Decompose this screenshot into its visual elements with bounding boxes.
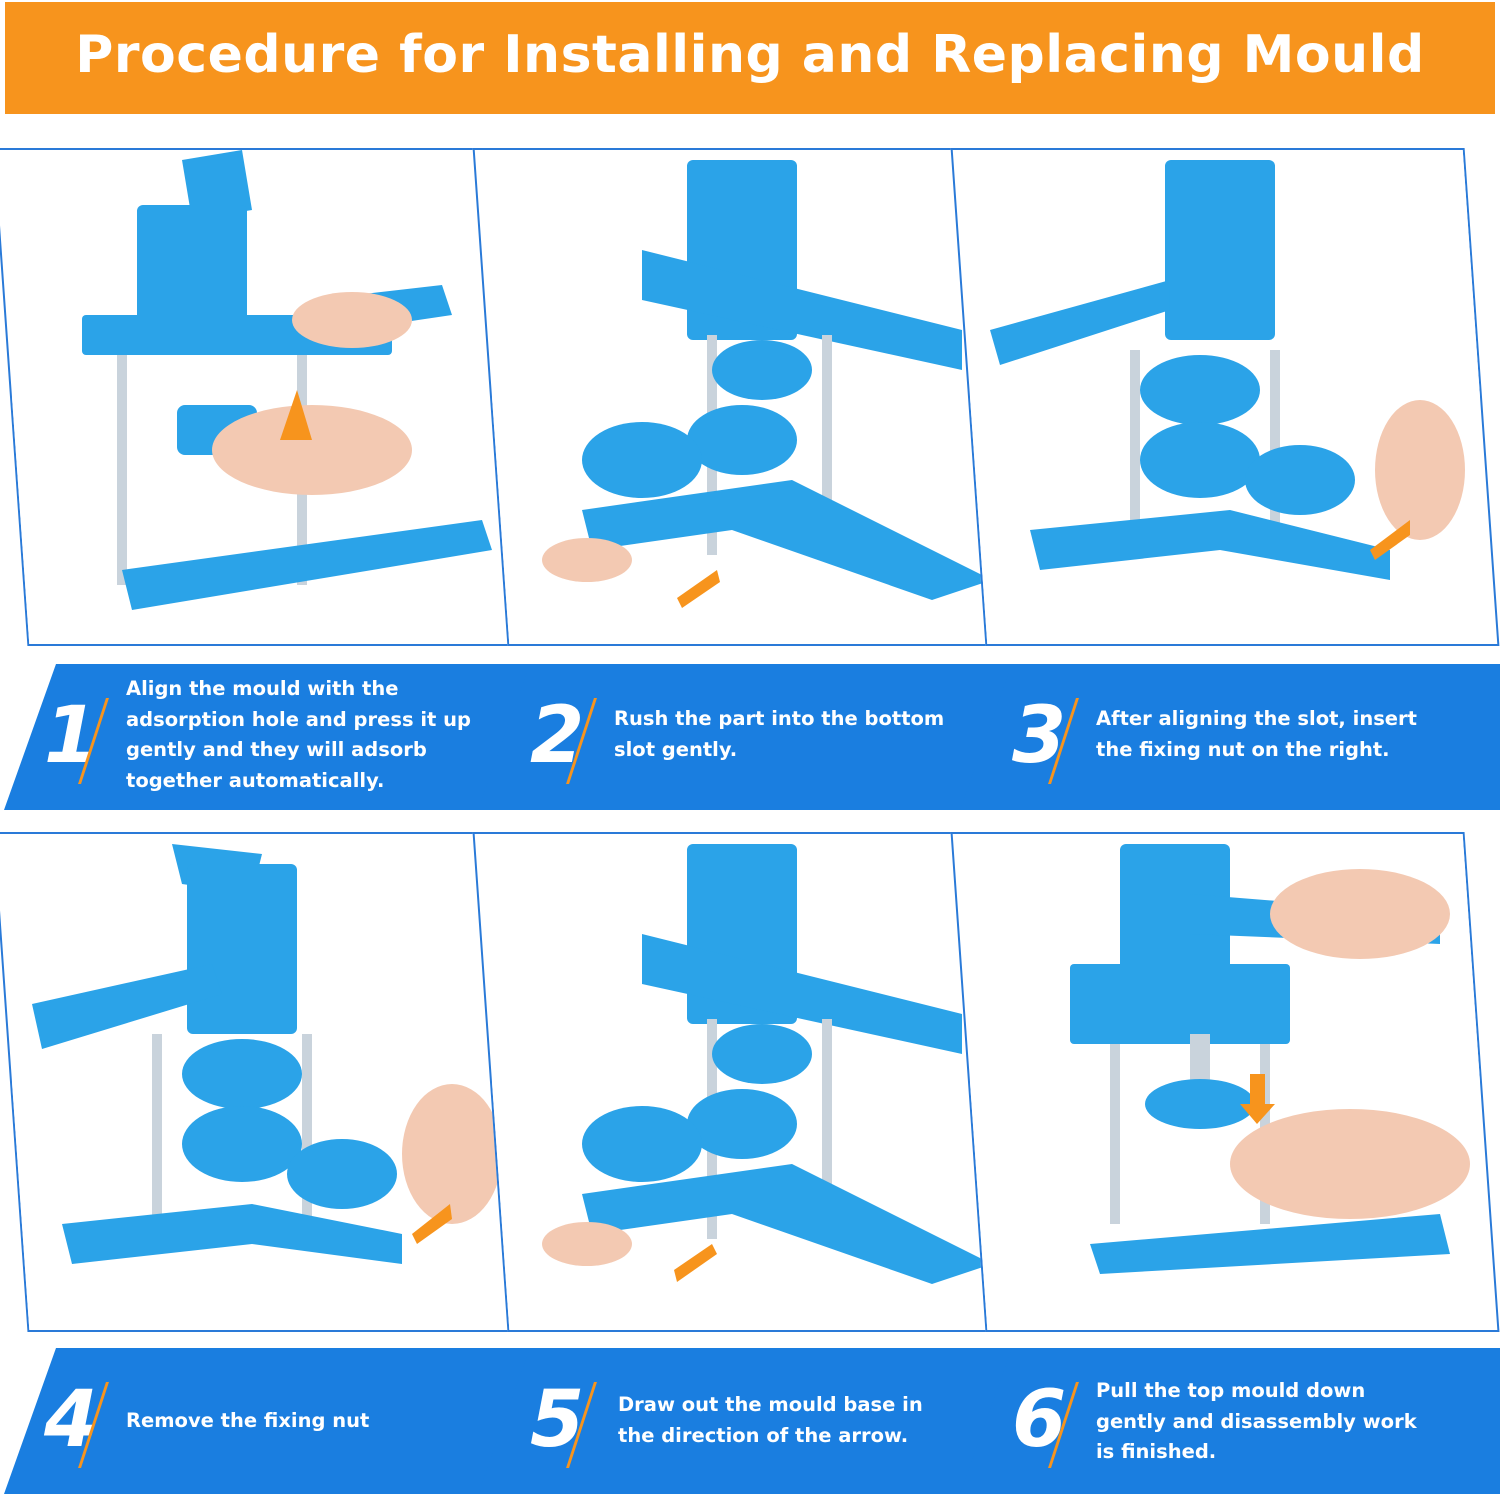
step-3-caption: 3 After aligning the slot, insert the fi…: [960, 664, 1500, 810]
step-number: 4: [44, 1375, 99, 1465]
title-banner: Procedure for Installing and Replacing M…: [5, 2, 1495, 114]
step-text-line: slot gently.: [614, 737, 738, 761]
button-press-machine-illustration: [12, 834, 524, 1330]
step-text-line: the fixing nut on the right.: [1096, 737, 1390, 761]
step-text: Remove the fixing nut: [126, 1406, 369, 1437]
button-press-machine-illustration: [492, 150, 1004, 644]
step-5-photo: [472, 832, 1024, 1332]
arrow-icon: [1370, 520, 1410, 560]
step-text-line: Align the mould with the: [126, 677, 399, 700]
arrow-icon: [677, 570, 720, 608]
step-6-photo: [950, 832, 1500, 1332]
step-number: 5: [530, 1375, 585, 1465]
step-number: 1: [44, 691, 99, 781]
step-text: Draw out the mould base in the direction…: [618, 1390, 923, 1451]
button-press-machine-illustration: [970, 834, 1480, 1330]
step-text: Rush the part into the bottom slot gentl…: [614, 704, 944, 765]
step-number: 2: [530, 691, 585, 781]
step-text: Align the mould with the adsorption hole…: [126, 674, 471, 796]
step-2-photo: [472, 148, 1024, 646]
step-number: 6: [1012, 1375, 1067, 1465]
step-text-line: Draw out the mould base in: [618, 1393, 923, 1416]
step-text-line: After aligning the slot, insert: [1096, 707, 1417, 730]
step-text-line: together automatically.: [126, 768, 385, 792]
step-text-line: Pull the top mould down: [1096, 1379, 1366, 1402]
page-title: Procedure for Installing and Replacing M…: [75, 25, 1425, 85]
step-2-caption: 2 Rush the part into the bottom slot gen…: [478, 664, 1018, 810]
step-1-photo: [0, 148, 544, 646]
button-press-machine-illustration: [12, 150, 524, 644]
arrow-up-icon: [280, 390, 312, 440]
step-4-photo: [0, 832, 544, 1332]
step-number: 3: [1012, 691, 1067, 781]
step-1-caption: 1 Align the mould with the adsorption ho…: [4, 664, 544, 810]
step-text: Pull the top mould down gently and disas…: [1096, 1376, 1417, 1468]
step-4-caption: 4 Remove the fixing nut: [4, 1348, 544, 1494]
step-text-line: gently and they will adsorb: [126, 738, 427, 761]
step-text-line: Remove the fixing nut: [126, 1409, 370, 1432]
button-press-machine-illustration: [492, 834, 1004, 1330]
button-press-machine-illustration: [970, 150, 1480, 644]
step-6-caption: 6 Pull the top mould down gently and dis…: [960, 1348, 1500, 1494]
arrow-icon: [674, 1244, 717, 1282]
step-3-photo: [950, 148, 1500, 646]
header: Procedure for Installing and Replacing M…: [0, 0, 1500, 116]
step-text-line: is finished.: [1096, 1440, 1217, 1463]
step-text-line: the direction of the arrow.: [618, 1423, 909, 1447]
arrow-icon: [412, 1204, 452, 1244]
step-text-line: gently and disassembly work: [1096, 1409, 1417, 1433]
arrow-down-icon: [1240, 1074, 1275, 1124]
step-text-line: adsorption hole and press it up: [126, 707, 471, 731]
step-5-caption: 5 Draw out the mould base in the directi…: [478, 1348, 1018, 1494]
step-text: After aligning the slot, insert the fixi…: [1096, 704, 1417, 765]
step-text-line: Rush the part into the bottom: [614, 707, 945, 730]
